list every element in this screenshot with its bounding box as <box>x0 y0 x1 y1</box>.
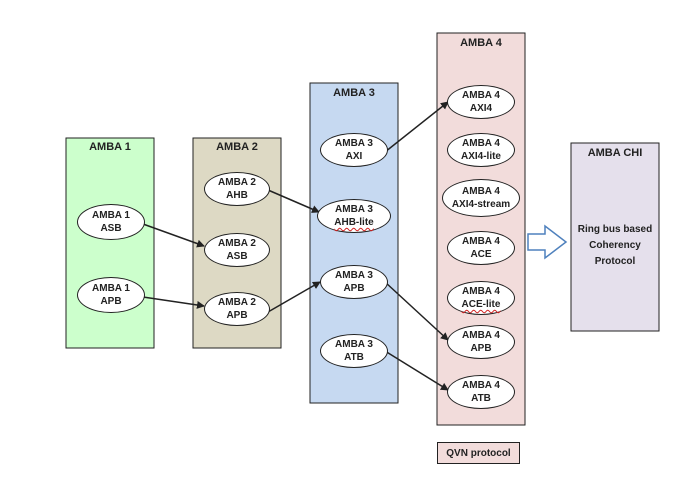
edge-arrow <box>142 296 205 309</box>
edge-arrow <box>267 189 320 213</box>
amba2-title: AMBA 2 <box>216 141 258 153</box>
chi-desc-line: Coherency <box>589 240 641 251</box>
amba4-title: AMBA 4 <box>460 37 502 49</box>
edge-arrow <box>142 223 205 248</box>
amba1-column <box>65 137 155 349</box>
edge-arrow <box>384 101 449 153</box>
amba-chi-title: AMBA CHI <box>587 147 643 159</box>
qvn-protocol-box: QVN protocol <box>437 442 520 464</box>
block-arrow-icon <box>527 224 568 260</box>
edge-arrow <box>384 281 449 341</box>
amba-chi-column <box>570 142 660 332</box>
amba3-title: AMBA 3 <box>333 87 375 99</box>
amba-chi-description: Ring bus based Coherency Protocol <box>571 222 659 270</box>
amba1-title: AMBA 1 <box>89 141 131 153</box>
chi-desc-line: Ring bus based <box>577 224 653 235</box>
edge-arrow <box>384 350 449 391</box>
edge-arrow <box>267 281 321 313</box>
chi-desc-line: Protocol <box>594 256 636 267</box>
